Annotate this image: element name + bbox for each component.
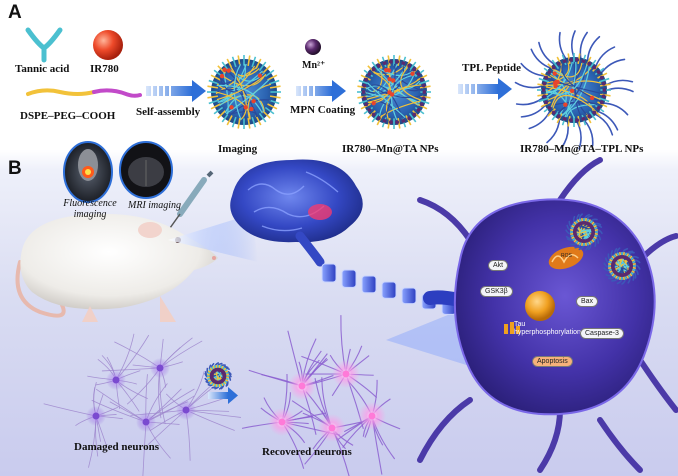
dspe-peg-cooh-icon — [26, 88, 142, 98]
apoptosis-label: Apoptosis — [532, 356, 573, 367]
imaging-label: Imaging — [218, 143, 258, 155]
dspe-peg-cooh-label: DSPE–PEG–COOH — [20, 110, 116, 122]
cell-nanoparticle-icon — [565, 213, 603, 251]
bax-label: Bax — [576, 296, 599, 307]
tannic-acid-label: Tannic acid — [15, 63, 70, 75]
mri-imaging-label: MRI imaging — [128, 200, 182, 211]
spinal-cord — [321, 263, 467, 315]
ir780-mn-ta-tpl-nps-label: IR780–Mn@TA–TPL NPs — [520, 143, 644, 155]
ir780-label: IR780 — [90, 63, 119, 75]
syringe-icon — [169, 170, 214, 229]
damaged-neurons-label: Damaged neurons — [74, 441, 160, 453]
panel-label-a: A — [8, 2, 22, 23]
mn-ion-icon — [305, 39, 321, 55]
caspase-3-label: Caspase-3 — [580, 328, 624, 339]
recovery-arrow — [208, 387, 238, 404]
treatment-nanoparticle-icon — [204, 362, 232, 390]
mpn-coating-arrow — [296, 80, 346, 102]
rat-illustration — [15, 213, 219, 322]
panel-label-b: B — [8, 158, 22, 179]
self-assembly-arrow — [146, 80, 206, 102]
gsk3b-label: GSK3β — [480, 286, 513, 297]
mn-ion-label: Mn²⁺ — [302, 60, 326, 71]
damaged-neuron-network — [43, 333, 241, 476]
akt-label: Akt — [488, 260, 509, 271]
self-assembly-label: Self-assembly — [136, 106, 201, 118]
recovered-neuron-network — [241, 315, 401, 476]
tpl-peptide-label: TPL Peptide — [462, 62, 521, 74]
mri-image-icon — [119, 141, 173, 199]
brain-icon — [230, 159, 363, 267]
tpl-peptide-arrow — [458, 78, 512, 100]
tau-hyperphosphorylation-label: Tau hyperphosphorylation — [514, 321, 581, 336]
recovered-neurons-label: Recovered neurons — [262, 446, 352, 458]
imaging-nanoparticle-icon — [207, 55, 281, 129]
mitochondrion-icon — [548, 246, 584, 270]
tannic-acid-icon — [25, 27, 63, 63]
fluorescence-imaging-label: Fluorescence imaging — [63, 198, 117, 220]
ir780-sphere-icon — [93, 30, 123, 60]
cell-nanoparticle-icon — [603, 247, 641, 285]
ir780-mn-ta-nps-label: IR780–Mn@TA NPs — [342, 143, 439, 155]
neuron-cell — [417, 157, 678, 473]
fluorescence-image-icon — [63, 141, 113, 203]
tau-tangle-icon — [504, 322, 520, 334]
mpn-coating-label: MPN Coating — [290, 104, 356, 116]
ir780-mn-ta-tpl-nanoparticle-icon — [514, 30, 634, 150]
ros-label: ROS — [561, 253, 572, 259]
imaging-beam — [168, 214, 476, 368]
ir780-mn-ta-nanoparticle-icon — [357, 55, 431, 129]
